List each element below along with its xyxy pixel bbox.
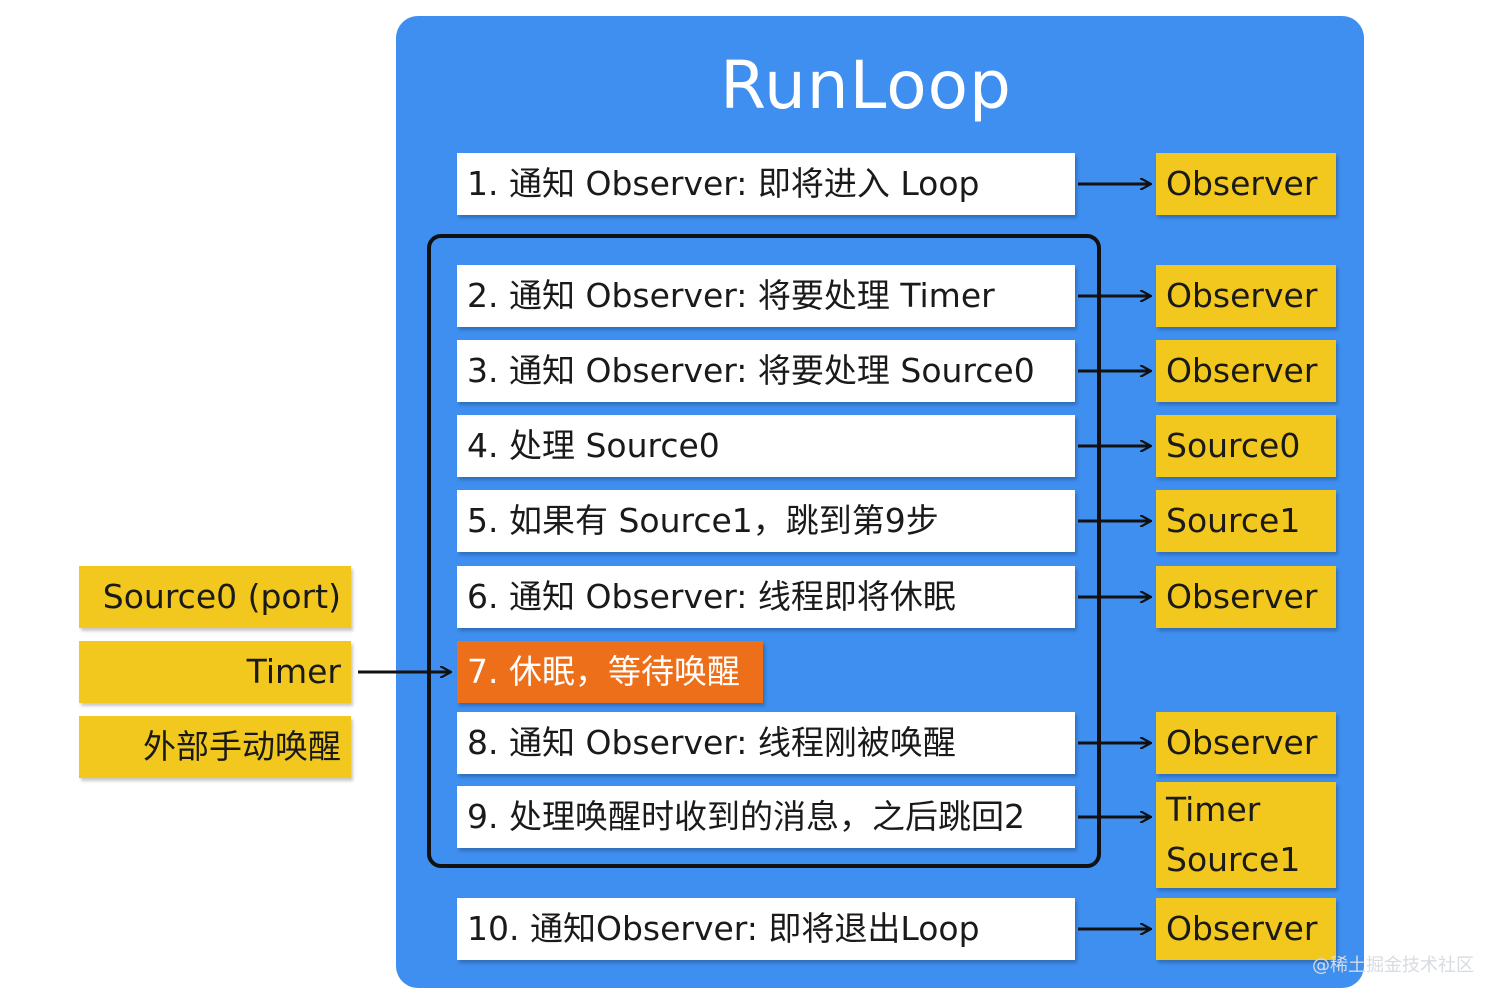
wake-source-manual: 外部手动唤醒	[79, 716, 351, 778]
step-10-target-tag: Observer	[1156, 898, 1336, 960]
wake-source-timer: Timer	[79, 641, 351, 703]
step-6-target-tag: Observer	[1156, 566, 1336, 628]
step-4-box: 4. 处理 Source0	[457, 415, 1075, 477]
step-4-target-tag: Source0	[1156, 415, 1336, 477]
loop-border	[427, 234, 1101, 868]
step-2-box: 2. 通知 Observer: 将要处理 Timer	[457, 265, 1075, 327]
step-10-box: 10. 通知Observer: 即将退出Loop	[457, 898, 1075, 960]
wake-source-source0-port: Source0 (port)	[79, 566, 351, 628]
step-9-target-tag: Timer Source1	[1156, 782, 1336, 888]
diagram-title: RunLoop	[720, 47, 1012, 124]
step-3-box: 3. 通知 Observer: 将要处理 Source0	[457, 340, 1075, 402]
step-9-target-line-1: Timer	[1166, 790, 1261, 829]
step-7-sleep-box: 7. 休眠，等待唤醒	[457, 641, 763, 703]
step-8-target-tag: Observer	[1156, 712, 1336, 774]
step-1-box: 1. 通知 Observer: 即将进入 Loop	[457, 153, 1075, 215]
step-9-target-line-2: Source1	[1166, 840, 1301, 879]
step-5-box: 5. 如果有 Source1，跳到第9步	[457, 490, 1075, 552]
watermark: @稀土掘金技术社区	[1312, 955, 1474, 976]
step-8-box: 8. 通知 Observer: 线程刚被唤醒	[457, 712, 1075, 774]
step-5-target-tag: Source1	[1156, 490, 1336, 552]
step-1-target-tag: Observer	[1156, 153, 1336, 215]
step-2-target-tag: Observer	[1156, 265, 1336, 327]
step-6-box: 6. 通知 Observer: 线程即将休眠	[457, 566, 1075, 628]
step-9-box: 9. 处理唤醒时收到的消息，之后跳回2	[457, 786, 1075, 848]
step-3-target-tag: Observer	[1156, 340, 1336, 402]
